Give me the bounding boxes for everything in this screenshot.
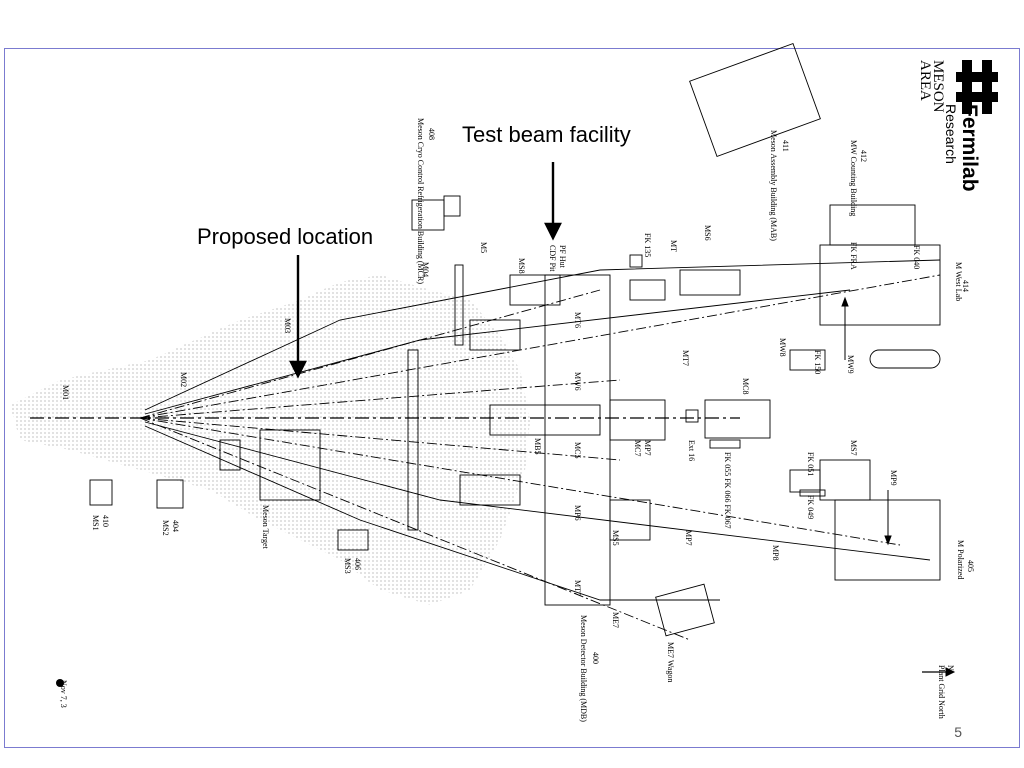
- callout-arrows: [289, 162, 562, 379]
- label-ms2: MS2: [161, 520, 170, 536]
- label-ms8: MS8: [517, 258, 526, 274]
- label-m03: M03: [283, 318, 292, 334]
- label-fk040: FK 040: [912, 245, 921, 270]
- label-mp9: MP9: [889, 470, 898, 486]
- label-fk150: FK 150: [813, 350, 822, 375]
- label-bldg-405: 405: [966, 560, 975, 572]
- label-m-polarized: M Polarized: [956, 540, 965, 580]
- slide-frame: [4, 48, 1020, 748]
- slide-number: 5: [954, 724, 962, 740]
- label-north-sub: Plant Grid North: [937, 665, 946, 719]
- north-arrow-icon: [922, 667, 956, 677]
- label-meson-detector: Meson Detector Building (MDB): [579, 615, 588, 722]
- label-bldg-400: 400: [591, 652, 600, 664]
- label-meson-assembly: Meson Assembly Building (MAB): [769, 130, 778, 241]
- label-mb5: MB5: [533, 438, 542, 455]
- label-mw9: MW9: [846, 355, 855, 374]
- label-me7-wagon: ME7 Wagon: [666, 642, 675, 683]
- label-bldg-408: 408: [427, 128, 436, 140]
- label-ms: M5: [479, 242, 488, 254]
- label-bldg-410: 410: [101, 515, 110, 527]
- label-fk135: FK 135: [643, 233, 652, 258]
- label-m02: M02: [179, 372, 188, 388]
- label-mp7-upper: MP7: [643, 440, 652, 456]
- label-ms6: MS6: [703, 225, 712, 241]
- label-mp8: MP8: [771, 545, 780, 561]
- label-bldg-414: 414: [961, 280, 970, 292]
- test-beam-callout: Test beam facility: [462, 122, 631, 147]
- label-mp7: MP7: [684, 530, 693, 546]
- note-bullet-icon: [56, 679, 64, 687]
- label-mw-counting: MW Counting Building: [849, 140, 858, 217]
- fermilab-logo-text: Fermilab Research: [943, 104, 981, 192]
- label-mc8: MC8: [741, 378, 750, 395]
- logo-title: Fermilab: [958, 104, 981, 192]
- label-me7: ME7: [611, 612, 620, 628]
- label-mc5: MC5: [573, 442, 582, 459]
- map-arrows: [841, 296, 892, 546]
- fermilab-logo-icon: [956, 60, 998, 114]
- label-mt7: MT7: [681, 350, 690, 366]
- label-mw8: MW8: [778, 338, 787, 357]
- label-fk051: FK 051: [806, 452, 815, 477]
- label-mt: MT: [669, 240, 678, 252]
- label-date-note: Nov 7, 3: [59, 680, 68, 708]
- label-ext16: Ext 16: [687, 440, 696, 462]
- label-ms7: MS7: [849, 440, 858, 456]
- label-meson-target: Meson Target: [261, 505, 270, 549]
- label-fk049: FK 049: [806, 495, 815, 520]
- label-north: N: [946, 665, 955, 671]
- label-pf-hut: PF Hut: [558, 245, 567, 268]
- label-bldg-404: 404: [171, 520, 180, 532]
- label-m01: M01: [61, 385, 70, 401]
- label-bldg-411: 411: [781, 140, 790, 152]
- label-mw6: MW6: [573, 372, 582, 391]
- label-mp6: MP6: [573, 505, 582, 521]
- label-ms3: MS3: [343, 558, 352, 574]
- label-ms1: MS1: [91, 515, 100, 531]
- map-title: MESON AREA: [917, 60, 946, 113]
- label-meson-cryo: Meson Cryo Control Refrigeration Buildin…: [416, 118, 425, 284]
- label-mt6: MT6: [573, 312, 582, 328]
- proposed-location-callout: Proposed location: [197, 224, 374, 249]
- label-bldg-406: 406: [353, 558, 362, 570]
- label-cdf-pit: CDF Pit: [548, 245, 557, 272]
- beamlines: [139, 259, 941, 641]
- label-ms5: MS5: [611, 530, 620, 546]
- label-mt7-lower: MT7: [573, 580, 582, 596]
- label-fk-fra: FK FRA: [849, 242, 858, 270]
- label-fk-group: FK 055 FK 066 FK 067: [723, 452, 732, 529]
- logo-subtitle: Research: [943, 104, 959, 164]
- label-bldg-412: 412: [859, 150, 868, 162]
- label-mc7: MC7: [633, 440, 642, 457]
